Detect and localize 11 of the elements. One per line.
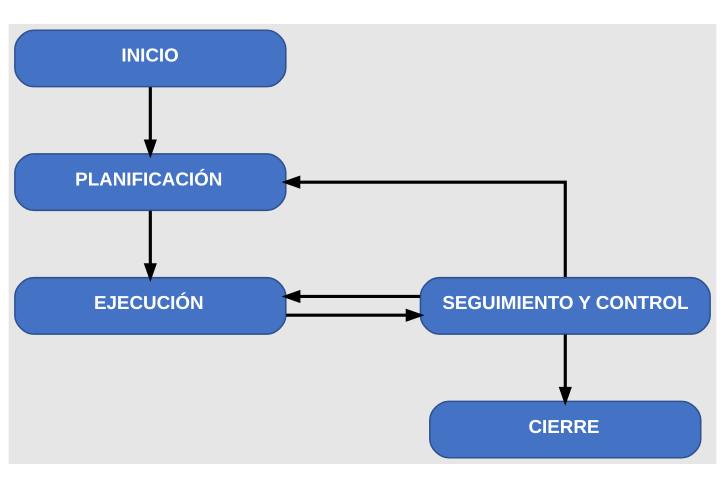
node-box: EJECUCIÓN	[14, 276, 287, 335]
arrow	[558, 334, 572, 406]
node-box: PLANIFICACIÓN	[14, 153, 287, 212]
arrow	[144, 87, 157, 158]
arrow	[286, 308, 425, 322]
node-box: SEGUIMIENTO Y CONTROL	[420, 276, 711, 335]
arrow	[282, 290, 420, 304]
arrow	[144, 210, 157, 282]
node-box: INICIO	[14, 29, 287, 88]
node-box: CIERRE	[429, 400, 702, 459]
arrow	[281, 176, 567, 278]
